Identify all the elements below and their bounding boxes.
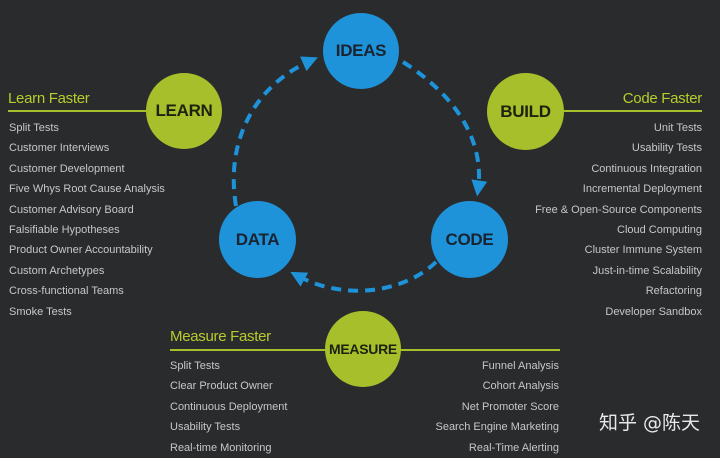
list-item: Custom Archetypes	[9, 264, 105, 277]
arrow-data-to-ideas	[231, 56, 318, 207]
list-item: Falsifiable Hypotheses	[9, 223, 120, 236]
data-circle: DATA	[219, 201, 296, 278]
list-item: Developer Sandbox	[605, 305, 702, 318]
code-circle: CODE	[431, 201, 508, 278]
learn-faster-list: Split Tests Customer Interviews Customer…	[9, 118, 165, 322]
list-item: Split Tests	[170, 360, 220, 372]
learn-faster-heading: Learn Faster	[8, 90, 90, 107]
list-item: Incremental Deployment	[582, 183, 702, 196]
list-item: Clear Product Owner	[170, 380, 273, 393]
measure-faster-heading: Measure Faster	[170, 328, 271, 345]
watermark: 知乎 @陈天	[598, 412, 700, 434]
list-item: Product Owner Accountability	[9, 244, 153, 257]
list-item: Unit Tests	[653, 122, 702, 134]
list-item: Just-in-time Scalability	[592, 264, 702, 277]
list-item: Smoke Tests	[9, 305, 72, 318]
list-item: Split Tests	[9, 122, 59, 134]
list-item: Usability Tests	[631, 142, 702, 155]
learn-circle: LEARN	[146, 73, 222, 149]
list-item: Customer Development	[9, 162, 125, 175]
measure-faster-left-list: Split Tests Clear Product Owner Continuo…	[170, 356, 287, 458]
list-item: Refactoring	[645, 285, 702, 298]
measure-circle: MEASURE	[325, 311, 401, 387]
code-faster-heading: Code Faster	[622, 90, 703, 107]
list-item: Continuous Integration	[591, 162, 702, 175]
list-item: Customer Interviews	[9, 142, 110, 155]
list-item: Continuous Deployment	[170, 400, 288, 413]
ideas-circle: IDEAS	[323, 13, 399, 89]
list-item: Cross-functional Teams	[9, 285, 124, 298]
list-item: Search Engine Marketing	[435, 421, 559, 434]
arrow-code-to-data	[290, 260, 438, 293]
list-item: Real-Time Alerting	[468, 441, 559, 454]
learn-faster-rule	[8, 110, 148, 112]
list-item: Free & Open-Source Components	[535, 203, 702, 216]
build-circle: BUILD	[487, 73, 564, 150]
list-item: Cluster Immune System	[584, 244, 702, 257]
measure-faster-right-list: Funnel Analysis Cohort Analysis Net Prom…	[435, 356, 559, 458]
list-item: Real-time Monitoring	[170, 441, 272, 454]
list-item: Cloud Computing	[617, 223, 702, 236]
arrow-ideas-to-code	[401, 60, 488, 197]
list-item: Five Whys Root Cause Analysis	[9, 183, 165, 196]
list-item: Usability Tests	[170, 421, 241, 434]
code-faster-list: Unit Tests Usability Tests Continuous In…	[535, 118, 702, 322]
list-item: Cohort Analysis	[482, 380, 559, 393]
list-item: Customer Advisory Board	[9, 203, 134, 216]
list-item: Funnel Analysis	[481, 360, 559, 372]
code-faster-rule	[562, 110, 702, 112]
list-item: Net Promoter Score	[461, 400, 559, 413]
